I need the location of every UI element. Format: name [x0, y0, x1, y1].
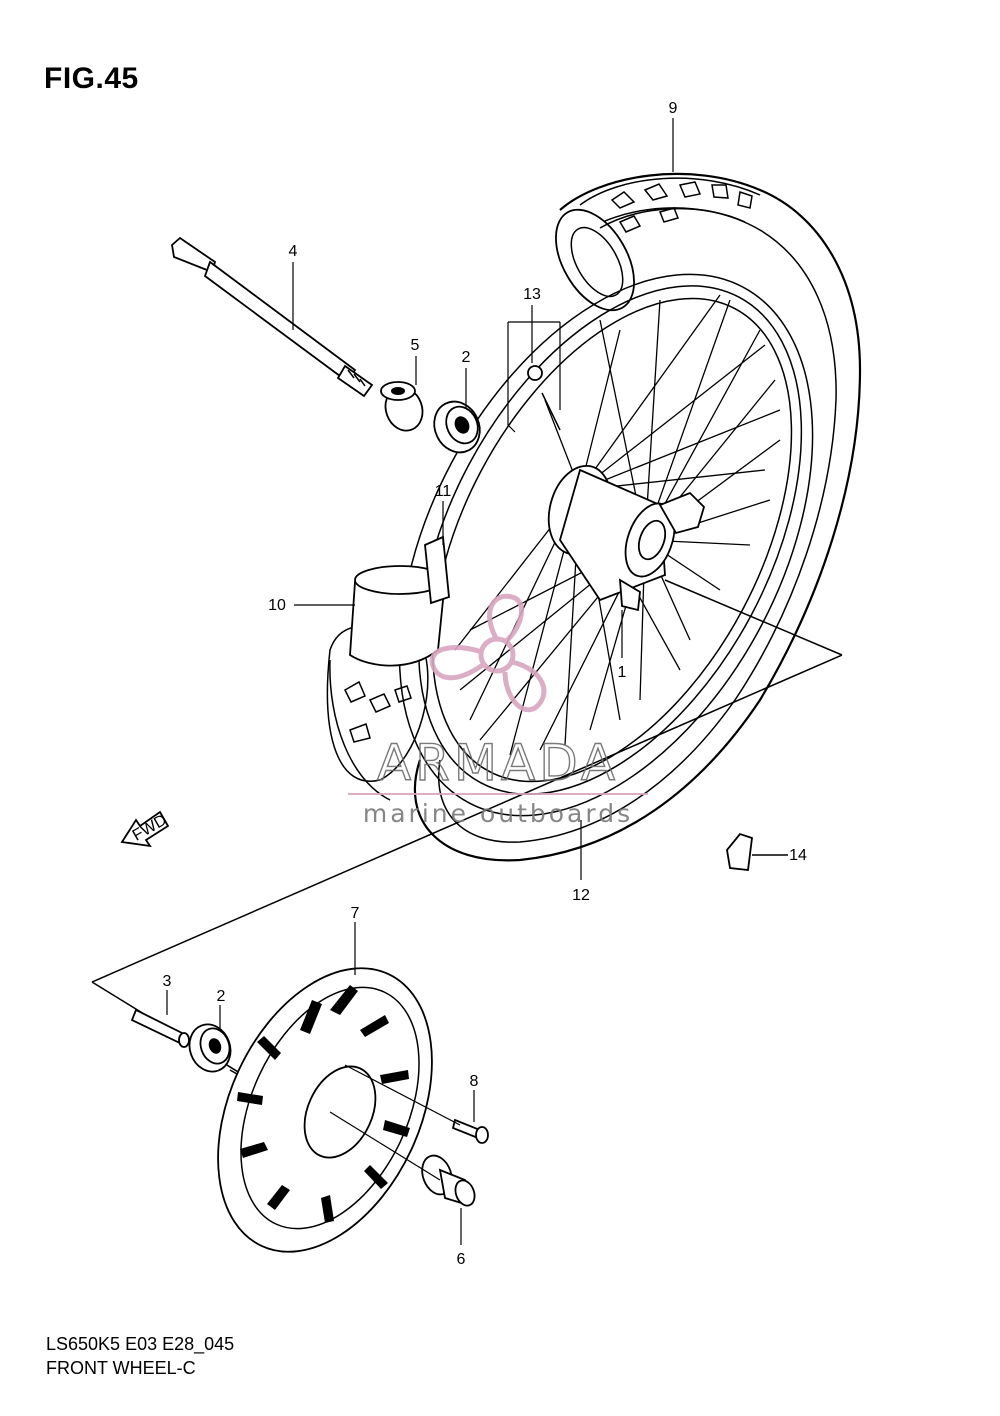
callout-10: 10 — [268, 597, 286, 614]
callout-14: 14 — [789, 847, 807, 864]
callout-7: 7 — [351, 905, 360, 922]
callout-4: 4 — [289, 243, 298, 260]
collar — [380, 381, 424, 432]
propeller-logo — [429, 593, 547, 713]
callout-numbers: 1 2 2 3 4 5 6 7 8 9 10 11 12 13 14 — [163, 100, 807, 1268]
forward-direction-arrow — [120, 810, 170, 848]
wheel-rim — [398, 273, 814, 817]
callout-1: 1 — [618, 664, 627, 681]
figure-title: FIG.45 — [44, 62, 139, 95]
balancer-weight — [726, 832, 788, 871]
spacer-pipe — [130, 1008, 190, 1048]
axle — [171, 236, 374, 398]
callout-3: 3 — [163, 973, 172, 990]
callout-13: 13 — [523, 286, 541, 303]
callout-9: 9 — [669, 100, 678, 117]
brake-disc — [217, 967, 433, 1253]
figure-name: FRONT WHEEL-C — [46, 1358, 196, 1378]
callout-2-upper: 2 — [462, 349, 471, 366]
figure-code: LS650K5 E03 E28_045 — [46, 1334, 235, 1354]
watermark-brand: ARMADA — [377, 734, 619, 792]
fwd-label: FWD — [130, 812, 170, 845]
wheel-hub — [547, 464, 706, 612]
bearing-upper — [433, 400, 481, 454]
callout-12: 12 — [572, 887, 590, 904]
callout-leaders — [166, 118, 674, 1245]
tire — [413, 172, 862, 862]
watermark-tagline: marine outboards — [363, 799, 633, 828]
callout-11: 11 — [435, 483, 452, 500]
callout-8: 8 — [470, 1073, 479, 1090]
callout-6: 6 — [457, 1251, 466, 1268]
spoke-nipple — [527, 365, 561, 431]
watermark: ARMADA marine outboards — [348, 593, 648, 828]
spacer-and-fender-tire-half — [326, 535, 450, 801]
callout-5: 5 — [411, 337, 420, 354]
bearing-lower — [188, 1023, 232, 1073]
axle-collar — [421, 1154, 476, 1207]
callout-2-lower: 2 — [217, 988, 226, 1005]
